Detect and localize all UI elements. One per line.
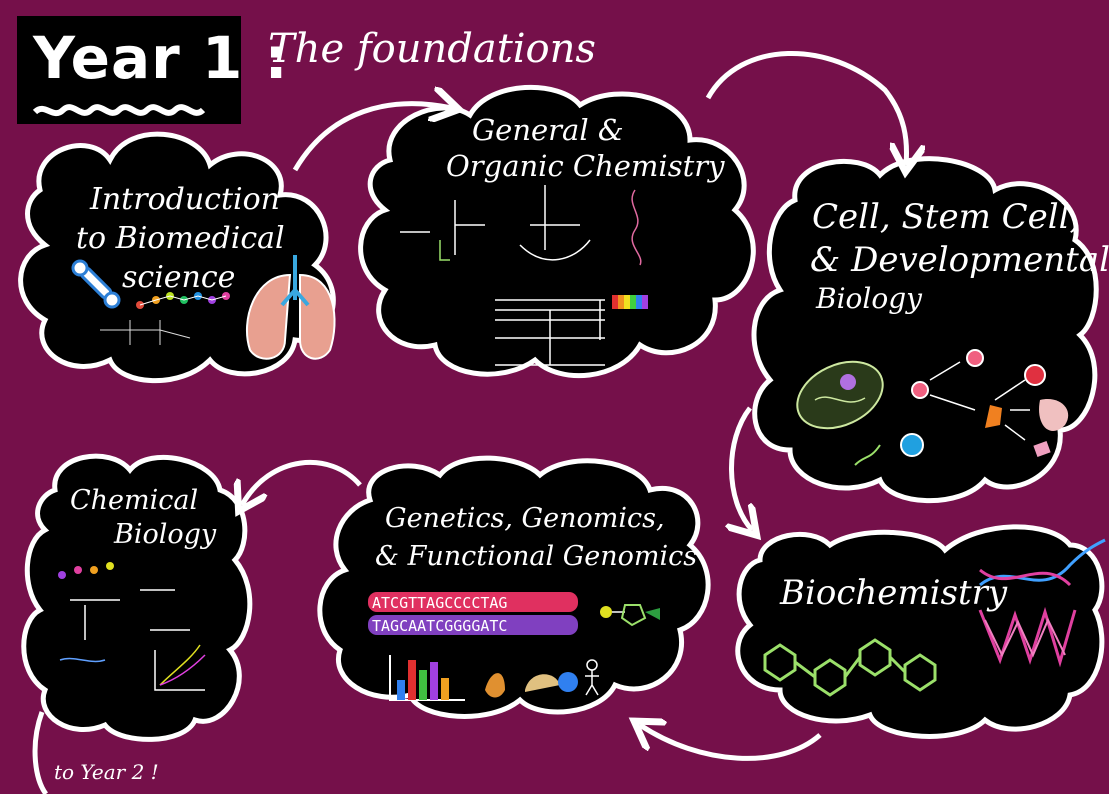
dna-sequence-strip: ATCGTTAGCCCCTAG TAGCAATCGGGGATC xyxy=(368,592,578,635)
svg-text:ATCGTTAGCCCCTAG: ATCGTTAGCCCCTAG xyxy=(372,594,507,612)
bar-chart-sketch xyxy=(389,655,465,701)
peptide-chain-icon xyxy=(136,292,230,309)
stem-cell-differentiation-icon xyxy=(854,349,1069,466)
node-cell-line1: Cell, Stem Cell, xyxy=(812,197,1081,237)
arrow-genetics-to-chembio xyxy=(242,460,362,505)
cloud-chemistry xyxy=(358,84,756,379)
arrow-biochem-to-genetics xyxy=(640,725,822,761)
arrow-cell-to-biochem xyxy=(731,406,752,530)
node-chem-line1: General & xyxy=(472,113,624,147)
node-cell-line3: Biology xyxy=(816,282,922,315)
node-intro-line2: to Biomedical xyxy=(76,221,285,256)
node-genetics-label: Genetics, Genomics, & Functional Genomic… xyxy=(375,500,697,576)
molecule-sketch xyxy=(100,320,191,345)
year-title: Year 1 : xyxy=(33,24,289,92)
node-genetics-line1: Genetics, Genomics, xyxy=(385,503,665,534)
arrow-chem-to-cell xyxy=(705,51,907,165)
page-subtitle: The foundations xyxy=(268,26,596,72)
node-chemistry-label: General & Organic Chemistry xyxy=(446,112,725,185)
cloud-biochemistry xyxy=(735,524,1105,739)
svg-text:TAGCAATCGGGGATC: TAGCAATCGGGGATC xyxy=(372,617,507,635)
cell-organelle-icon xyxy=(796,360,884,430)
reaction-sketch xyxy=(400,185,642,266)
node-chemical-biology-label: Chemical Biology xyxy=(70,484,216,552)
node-intro-line3: science xyxy=(122,260,236,295)
dna-helix-icon xyxy=(979,538,1106,587)
node-intro-line1: Introduction xyxy=(90,182,280,217)
node-cell-line2: & Developmental xyxy=(810,239,1109,280)
node-biochemistry-label: Biochemistry xyxy=(780,573,1008,613)
year-title-box xyxy=(17,16,241,124)
model-organisms-icon xyxy=(485,659,599,698)
nucleotide-icon xyxy=(600,604,660,627)
node-chembio-line1: Chemical xyxy=(70,485,199,516)
node-cell-label: Cell, Stem Cell, & Developmental Biology xyxy=(810,196,1109,316)
spectrum-icon xyxy=(612,295,648,309)
cloud-genetics xyxy=(317,455,711,719)
node-genetics-line2: & Functional Genomics xyxy=(375,540,698,572)
node-chembio-line2: Biology xyxy=(114,518,217,550)
node-intro-label: Introduction to Biomedical science xyxy=(76,180,285,297)
lungs-icon xyxy=(245,255,336,360)
bone-icon xyxy=(71,259,121,309)
protein-structure-icon xyxy=(978,606,1077,668)
squiggle-underline xyxy=(32,104,206,117)
chem-bio-sketch xyxy=(58,562,206,691)
arrow-to-year2 xyxy=(32,711,49,794)
cloud-chemical-biology xyxy=(21,453,253,742)
arrow-intro-to-chem xyxy=(292,104,452,172)
footer-note: to Year 2 ! xyxy=(54,760,159,784)
node-chem-line2: Organic Chemistry xyxy=(446,149,725,184)
energy-level-diagram xyxy=(495,299,605,366)
polysaccharide-chain-icon xyxy=(763,638,937,697)
